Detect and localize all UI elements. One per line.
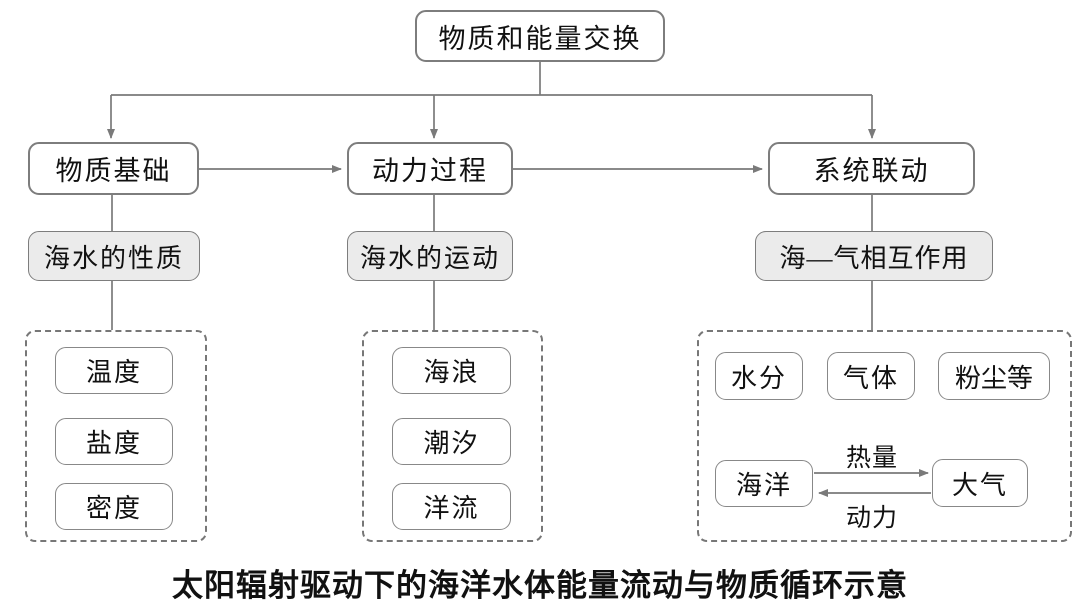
node-sub-seawater-motion: 海水的运动 [347, 231, 513, 281]
node-item-salinity: 盐度 [55, 418, 173, 465]
group-sea-air-interaction [697, 330, 1072, 542]
node-item-temperature: 温度 [55, 347, 173, 394]
node-item-tides: 潮汐 [392, 418, 511, 465]
group-seawater-properties [25, 330, 207, 542]
node-atmosphere: 大气 [932, 459, 1028, 507]
node-header-system-linkage: 系统联动 [768, 142, 975, 195]
node-item-density: 密度 [55, 483, 173, 530]
edge-label-heat: 热量 [845, 445, 898, 472]
node-sub-seawater-properties: 海水的性质 [28, 231, 200, 281]
node-ocean: 海洋 [715, 460, 813, 507]
node-root: 物质和能量交换 [415, 10, 665, 62]
node-item-waves: 海浪 [392, 347, 511, 394]
node-header-material-basis: 物质基础 [28, 142, 199, 195]
diagram-caption: 太阳辐射驱动下的海洋水体能量流动与物质循环示意 [172, 568, 908, 603]
edge-label-power: 动力 [845, 505, 898, 532]
node-header-dynamic-process: 动力过程 [347, 142, 513, 195]
node-item-gases: 气体 [827, 352, 915, 400]
group-seawater-motion [362, 330, 543, 542]
node-sub-sea-air-interaction: 海—气相互作用 [755, 231, 993, 281]
node-item-currents: 洋流 [392, 483, 511, 530]
node-item-dust-etc: 粉尘等 [938, 352, 1050, 400]
node-item-moisture: 水分 [715, 352, 803, 400]
